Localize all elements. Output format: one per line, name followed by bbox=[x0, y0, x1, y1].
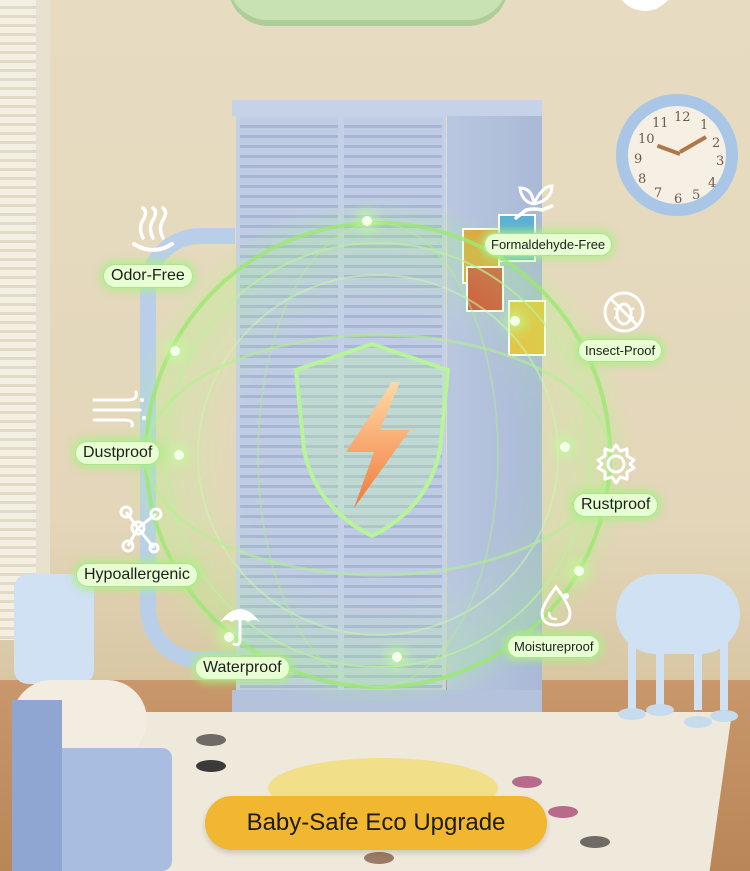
stool-leg bbox=[720, 640, 728, 710]
clock-numeral: 2 bbox=[712, 136, 721, 151]
clock-minute-hand bbox=[656, 143, 681, 156]
rug-dot bbox=[364, 852, 394, 864]
clock-numeral: 5 bbox=[692, 188, 701, 203]
rug-dot bbox=[512, 776, 542, 788]
gear-icon bbox=[596, 443, 636, 485]
feature-dustproof: Dustproof bbox=[75, 441, 161, 465]
rug-dot bbox=[548, 806, 578, 818]
clock-numeral: 3 bbox=[716, 154, 725, 169]
stool-leg bbox=[694, 640, 702, 710]
stool-leg bbox=[628, 640, 636, 710]
clock-numeral: 4 bbox=[708, 176, 717, 191]
lightning-shield-icon bbox=[293, 341, 451, 539]
water-drop-icon bbox=[540, 584, 572, 627]
glow-orb bbox=[174, 450, 184, 460]
leaf-hand-icon bbox=[514, 184, 554, 220]
feature-hypoallergenic: Hypoallergenic bbox=[76, 563, 198, 587]
feature-waterproof: Waterproof bbox=[195, 656, 290, 680]
glow-orb bbox=[560, 442, 570, 452]
umbrella-icon bbox=[220, 609, 260, 646]
glow-orb bbox=[224, 632, 234, 642]
glow-orb bbox=[392, 652, 402, 662]
molecule-icon bbox=[119, 505, 163, 554]
feature-formaldehyde-free: Formaldehyde-Free bbox=[484, 233, 613, 256]
glow-orb bbox=[510, 316, 520, 326]
stool-foot bbox=[684, 716, 712, 728]
clock-numeral: 9 bbox=[634, 152, 643, 167]
bed-blanket bbox=[12, 700, 62, 871]
stool-leg bbox=[656, 640, 664, 710]
clock-numeral: 8 bbox=[638, 172, 647, 187]
glow-orb bbox=[170, 346, 180, 356]
rug-dot bbox=[196, 760, 226, 772]
ceiling-decor bbox=[616, 0, 684, 20]
glow-orb bbox=[574, 566, 584, 576]
feature-rustproof: Rustproof bbox=[573, 493, 659, 517]
clock-numeral: 7 bbox=[654, 186, 663, 201]
bug-icon bbox=[603, 291, 645, 333]
stool-foot bbox=[646, 704, 674, 716]
clock-hour-hand bbox=[679, 135, 707, 154]
window-frame bbox=[36, 0, 50, 650]
glow-orb bbox=[362, 216, 372, 226]
rug-dot bbox=[580, 836, 610, 848]
eco-upgrade-banner: Baby-Safe Eco Upgrade bbox=[205, 796, 547, 850]
kids-bed bbox=[12, 680, 172, 871]
clock-numeral: 1 bbox=[700, 118, 709, 133]
feature-moistureproof: Moistureproof bbox=[507, 635, 601, 658]
kids-chair bbox=[14, 574, 94, 684]
ceiling-lamp bbox=[228, 0, 508, 20]
feature-odor-free: Odor-Free bbox=[103, 264, 193, 288]
clock-numeral: 11 bbox=[652, 116, 669, 131]
center-badge bbox=[288, 340, 456, 540]
stool-foot bbox=[710, 710, 738, 722]
clock-numeral: 6 bbox=[674, 192, 683, 207]
steam-icon bbox=[132, 206, 174, 252]
clock-numeral: 12 bbox=[674, 110, 691, 125]
clock-numeral: 10 bbox=[638, 132, 655, 147]
rug-dot bbox=[196, 734, 226, 746]
wardrobe-top bbox=[232, 100, 542, 116]
wind-icon bbox=[92, 390, 146, 428]
animal-stool bbox=[616, 574, 740, 654]
stool-foot bbox=[618, 708, 646, 720]
feature-insect-proof: Insect-Proof bbox=[578, 339, 663, 362]
